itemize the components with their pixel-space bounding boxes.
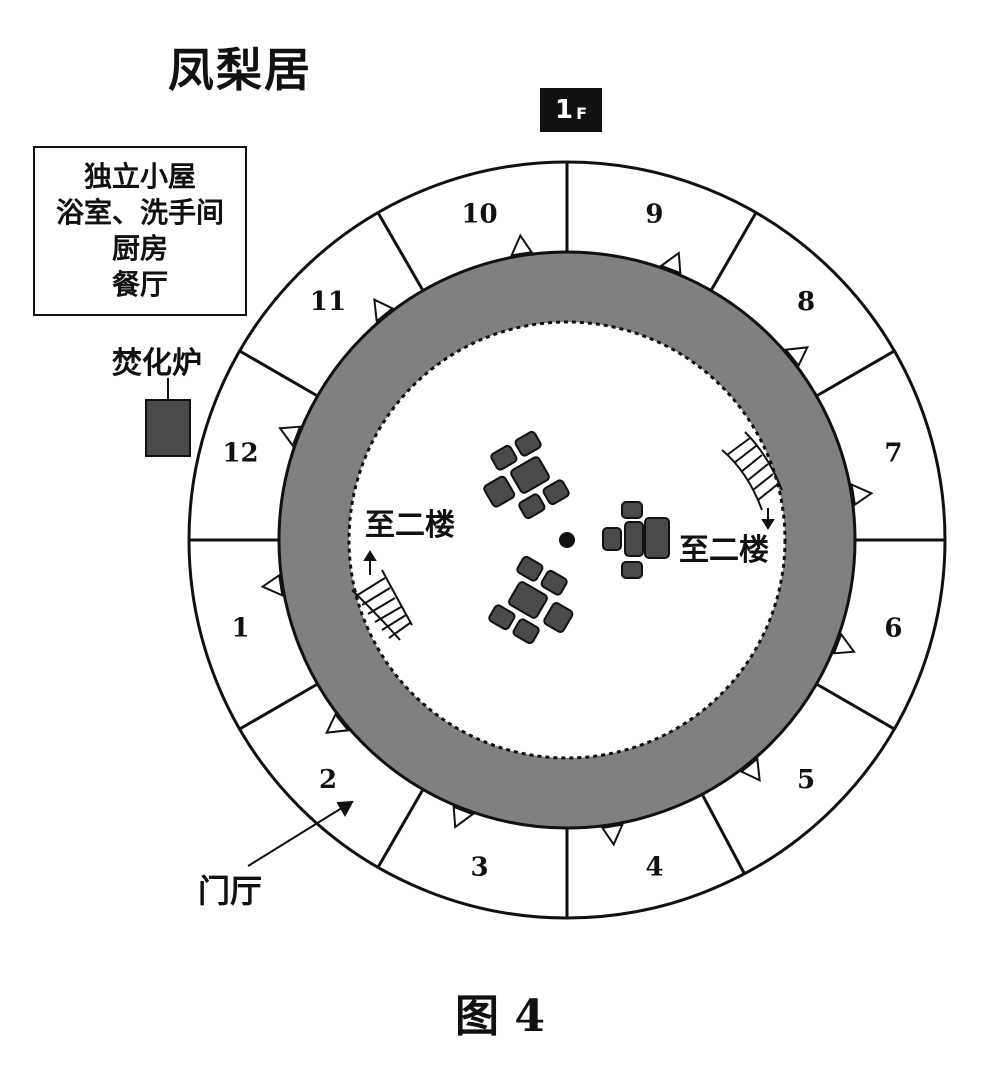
door-marker [325, 712, 351, 734]
entrance-label: 门厅 [198, 872, 262, 910]
door-marker [659, 251, 682, 275]
entrance-arrow [247, 800, 354, 867]
room-number-8: 8 [797, 287, 815, 317]
room-number-2: 2 [319, 765, 337, 795]
incinerator-label: 焚化炉 [112, 346, 202, 381]
door-marker [373, 298, 395, 324]
room-divider [238, 349, 319, 398]
center-point [559, 532, 575, 548]
door-marker [739, 756, 761, 782]
room-divider [709, 211, 758, 292]
room-number-10: 10 [461, 200, 497, 230]
room-divider [700, 793, 746, 875]
room-number-7: 7 [884, 439, 902, 469]
room-number-4: 4 [645, 852, 663, 882]
door-marker [850, 482, 874, 507]
stairs-right-label: 至二楼 [679, 533, 769, 568]
room-divider [376, 211, 425, 292]
stairs-right [721, 431, 783, 511]
room-doors [260, 233, 874, 847]
floor-number: 1 [554, 95, 574, 125]
furniture-group-lower [488, 555, 574, 645]
room-divider [238, 682, 319, 731]
door-marker [260, 573, 284, 598]
legend-line: 餐厅 [111, 268, 168, 301]
door-marker [278, 425, 302, 448]
door-marker [452, 805, 475, 829]
legend-line: 厨房 [111, 232, 168, 265]
stairs-left [351, 569, 413, 641]
floor-letter: F [576, 103, 588, 123]
furniture-group-upper [483, 430, 570, 520]
room-number-12: 12 [222, 439, 258, 469]
room-divider [815, 682, 896, 731]
room-number-1: 1 [231, 613, 249, 643]
room-divider [376, 788, 425, 869]
door-marker [600, 823, 625, 847]
room-number-11: 11 [310, 287, 346, 317]
stairs-left-arrow [363, 550, 377, 575]
figure-caption: 图 4 [455, 991, 545, 1042]
door-marker [509, 233, 534, 257]
floor-badge: 1 F [540, 88, 602, 132]
stairs-left-label: 至二楼 [365, 508, 455, 543]
stairs-right-arrow [761, 508, 775, 530]
door-marker [783, 346, 809, 368]
building-title: 凤梨居 [168, 43, 312, 97]
room-dividers [189, 162, 945, 918]
legend-line: 浴室、洗手间 [55, 196, 224, 229]
furniture-group-right [602, 501, 670, 579]
door-marker [832, 632, 856, 655]
room-number-5: 5 [797, 765, 815, 795]
incinerator-box [145, 399, 191, 457]
room-number-6: 6 [884, 613, 902, 643]
room-number-9: 9 [645, 200, 663, 230]
outbuilding-legend-box: 独立小屋 浴室、洗手间 厨房 餐厅 [33, 146, 247, 316]
room-number-3: 3 [470, 852, 488, 882]
room-divider [815, 349, 896, 398]
legend-line: 独立小屋 [83, 160, 196, 193]
